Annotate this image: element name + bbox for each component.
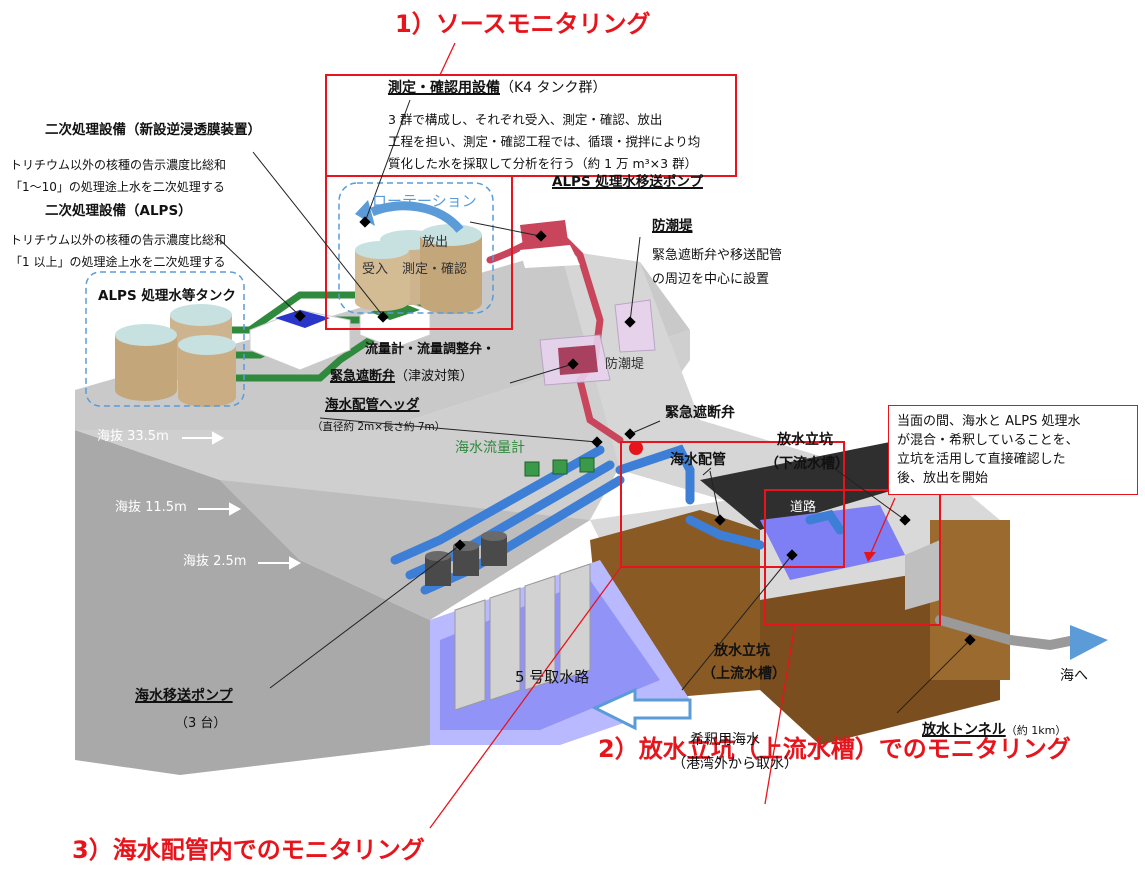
alps-line-2: 「1 以上」の処理途上水を二次処理する (10, 255, 226, 269)
release-label: 放出 (422, 235, 449, 250)
tunnel-row: 放水トンネル（約 1km） (922, 722, 1066, 739)
callout-line-3: 立坑を活用して直接確認した (897, 452, 1066, 467)
elevation-2: 海抜 2.5m (183, 554, 247, 569)
alps-heading: 二次処理設備（ALPS） (45, 203, 192, 219)
flowmeter-boxes (524, 457, 595, 477)
callout-line-4: 後、放出を開始 (897, 471, 989, 486)
upstream-shaft (760, 505, 905, 580)
flowmeter-label: 海水流量計 (455, 440, 525, 456)
flow-line-1: 流量計・流量調整弁・ (365, 342, 496, 357)
flow-line-2-sub: （津波対策） (395, 369, 474, 384)
header-sub: （直径約 2m×長さ約 7m） (312, 421, 446, 433)
transfer-pump-base (520, 245, 580, 268)
red-leader-lines (429, 42, 896, 829)
transfer-pump-label: ALPS 処理水移送ポンプ (552, 174, 703, 190)
sea-pipe-monitoring-box (620, 441, 845, 568)
elevation-arrows (182, 431, 302, 570)
emergency-valve-mark (629, 441, 643, 455)
receive-label: 受入 (362, 262, 389, 277)
side-wall (75, 390, 430, 775)
emergency-valve-label: 緊急遮断弁 (665, 405, 735, 421)
callout-arrowhead (864, 552, 876, 562)
upstream-line-2: （上流水槽） (702, 666, 786, 682)
intake-baffles (454, 563, 591, 711)
measure-label: 測定・確認 (402, 262, 468, 277)
k4-heading-row: 測定・確認用設備（K4 タンク群） (388, 80, 607, 97)
soil-block-front (930, 520, 1010, 680)
source-monitoring-box (325, 74, 737, 177)
elevation-11: 海抜 11.5m (115, 500, 187, 515)
flow-line-2: 緊急遮断弁 (330, 369, 396, 384)
ro-heading: 二次処理設備（新設逆浸透膜装置） (45, 122, 261, 138)
dilution-line-2: （港湾外から取水） (672, 756, 798, 772)
rotation-label: ローテーション (372, 192, 477, 210)
ro-line-2: 「1〜10」の処理途上水を二次処理する (10, 180, 225, 194)
rotation-arrow (370, 201, 464, 234)
dilution-arrow (591, 687, 692, 731)
k4-desc-line-1: 3 群で構成し、それぞれ受入、測定・確認、放出 (388, 112, 663, 127)
shaft-wall (905, 540, 940, 610)
tunnel-sub: （約 1km） (1005, 724, 1067, 737)
callout-line-2: が混合・希釈していることを、 (897, 433, 1079, 448)
seawall-line-1: 緊急遮断弁や移送配管 (652, 248, 783, 263)
black-leader-lines (219, 99, 971, 714)
alps-tanks-label: ALPS 処理水等タンク (98, 288, 236, 304)
title-source-monitoring: 1）ソースモニタリング (395, 10, 651, 38)
k4-tanks (355, 224, 482, 314)
downstream-line-1: 放水立坑 (777, 432, 833, 448)
sea-pipe-label: 海水配管 (670, 452, 726, 468)
flow-line-2-row: 緊急遮断弁（津波対策） (330, 369, 473, 385)
elevation-33: 海抜 33.5m (97, 429, 169, 444)
k4-heading-sub: （K4 タンク群） (500, 80, 607, 96)
sea-pump-sub: （3 台） (175, 716, 227, 731)
to-sea-arrow (1070, 625, 1108, 660)
k4-desc-line-3: 質化した水を採取して分析を行う（約 1 万 m³×3 群） (388, 156, 698, 171)
downstream-line-2: （下流水槽） (765, 456, 849, 472)
rotation-dashed-box (338, 182, 494, 314)
dilution-line-1: 希釈用海水 (690, 732, 760, 748)
seawall-line-2: の周辺を中心に設置 (652, 272, 770, 287)
alps-tanks-dashed-box (85, 271, 245, 407)
mid-slope (220, 480, 590, 620)
shaft-monitoring-box (764, 489, 941, 626)
rotation-arrowhead (355, 200, 375, 226)
shaft-callout: 当面の間、海水と ALPS 処理水 が混合・希釈していることを、 立坑を活用して… (888, 405, 1138, 495)
seawall-label: 防潮堤 (605, 357, 645, 372)
road-label: 道路 (790, 500, 817, 515)
title-pipe-monitoring: 3）海水配管内でのモニタリング (72, 836, 425, 864)
k4-desc-line-2: 工程を担い、測定・確認工程では、循環・撹拌により均 (388, 134, 701, 149)
header-heading: 海水配管ヘッダ (325, 397, 420, 413)
marker-diamonds (294, 216, 976, 646)
title-shaft-monitoring: 2）放水立坑（上流水槽）でのモニタリング (598, 735, 1071, 763)
discharge-tunnel-pipe (935, 615, 1080, 651)
upstream-line-1: 放水立坑 (714, 643, 770, 659)
alps-line-1: トリチウム以外の核種の告示濃度比総和 (10, 233, 227, 247)
to-sea-label: 海へ (1060, 668, 1088, 684)
sea-pump-heading: 海水移送ポンプ (135, 688, 233, 704)
callout-line-1: 当面の間、海水と ALPS 処理水 (897, 414, 1081, 429)
alps-tanks (115, 304, 236, 407)
ro-line-1: トリチウム以外の核種の告示濃度比総和 (10, 158, 227, 172)
k4-heading: 測定・確認用設備 (388, 80, 500, 96)
tunnel-heading: 放水トンネル (922, 722, 1006, 738)
seawall-heading: 防潮堤 (652, 218, 693, 234)
flow-control-unit (558, 345, 598, 375)
source-monitoring-box-lower (325, 175, 513, 330)
intake-label: 5 号取水路 (515, 668, 590, 686)
